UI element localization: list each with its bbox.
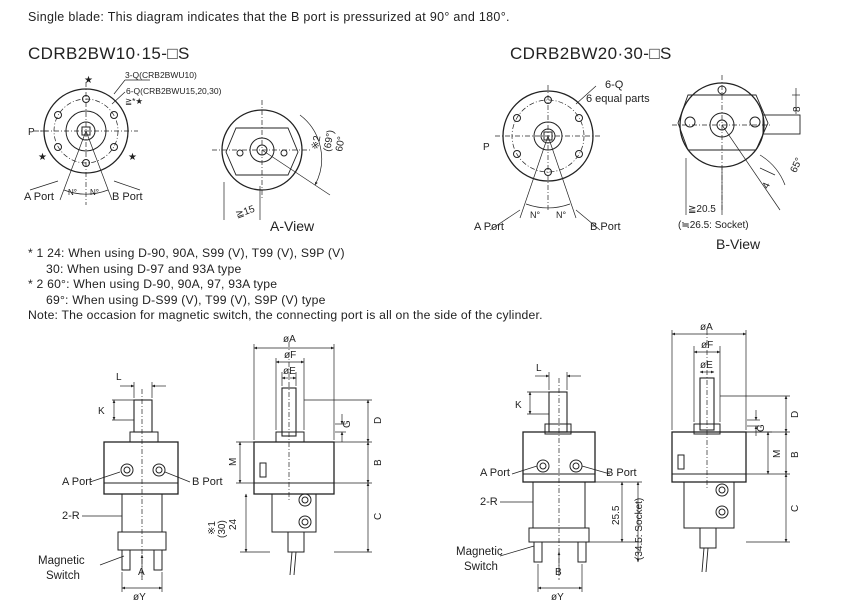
label-dim-8: 8 <box>792 106 803 112</box>
label-b-port-side-right: B Port <box>606 467 637 479</box>
label-p-right: P <box>483 142 490 153</box>
right-front-view: 6-Q 6 equal parts P N° N° A Port B Port <box>474 79 650 233</box>
star-icon: ★ <box>84 75 93 86</box>
label-n2: N° <box>90 188 99 197</box>
model-title-left: CDRB2BW10·15-□S <box>28 44 190 63</box>
label-depth: ≧*★ <box>125 96 143 106</box>
label-oy-right: øY <box>551 592 564 603</box>
label-oA: øA <box>283 334 296 345</box>
label-a-port-right: A Port <box>474 221 504 233</box>
label-L-right: L <box>536 363 542 374</box>
label-s24: 24 <box>228 518 239 530</box>
label-oE-right: øE <box>700 360 713 371</box>
label-equal-parts: 6 equal parts <box>586 93 650 105</box>
label-M: M <box>228 458 239 466</box>
label-2r-right: 2-R <box>480 496 498 508</box>
label-D-right: D <box>790 411 801 418</box>
left-end-view: øA øF øE G D B C M ※1 (30) 24 <box>207 334 384 576</box>
model-title-right: CDRB2BW20·30-□S <box>510 44 672 63</box>
label-oE: øE <box>283 366 296 377</box>
label-n1: N° <box>68 188 77 197</box>
notes-block: * 1 24: When using D-90, 90A, S99 (V), T… <box>28 246 543 324</box>
label-G-right: G <box>756 424 767 432</box>
label-a-port: A Port <box>24 191 54 203</box>
label-magnetic: Magnetic <box>38 555 85 567</box>
label-G: G <box>342 420 353 428</box>
label-n2-right: N° <box>556 210 566 220</box>
label-6q: 6-Q(CRB2BWU15,20,30) <box>126 86 222 96</box>
label-angle-note: ※2 <box>310 134 323 150</box>
note-1: * 1 24: When using D-90, 90A, S99 (V), T… <box>28 246 345 260</box>
label-b-view: B-View <box>716 236 761 252</box>
label-s1: ※1 <box>207 521 218 535</box>
left-front-view: 3-Q(CRB2BWU10) 6-Q(CRB2BWU15,20,30) ≧*★ … <box>24 70 222 205</box>
label-D: D <box>373 417 384 424</box>
star-icon: ★ <box>128 152 137 163</box>
label-angle-69: (69°) <box>322 129 337 152</box>
note-2: 30: When using D-97 and 93A type <box>46 261 242 276</box>
right-end-view: øA øF øE G D B C M <box>671 322 801 573</box>
label-angle-65: 65° <box>789 156 805 174</box>
note-3: * 2 60°: When using D-90, 90A, 97, 93A t… <box>28 277 278 291</box>
label-6q-right: 6-Q <box>605 79 624 91</box>
label-K: K <box>98 406 105 417</box>
label-B: B <box>373 459 384 466</box>
label-oy: øY <box>133 592 146 603</box>
intro-text: Single blade: This diagram indicates tha… <box>28 10 510 24</box>
label-K-right: K <box>515 400 522 411</box>
label-L: L <box>116 372 122 383</box>
label-M-right: M <box>772 450 783 458</box>
label-25-5: 25.5 <box>611 505 622 525</box>
label-b-port: B Port <box>112 191 143 203</box>
label-s30: (30) <box>217 520 228 538</box>
label-a-port-side: A Port <box>62 476 92 488</box>
label-dim-20-5: ≧20.5 <box>688 204 716 215</box>
label-B-right: B <box>790 451 801 458</box>
a-view: ≧15 ※2 (69°) 60° A-View <box>212 100 348 234</box>
label-switch-right: Switch <box>464 561 498 573</box>
label-magnetic-right: Magnetic <box>456 546 503 558</box>
label-C-right: C <box>790 505 801 512</box>
label-angle-60: 60° <box>334 136 347 153</box>
label-oF: øF <box>284 350 296 361</box>
note-5: Note: The occasion for magnetic switch, … <box>28 308 543 322</box>
label-C: C <box>373 513 384 520</box>
label-socket-side: (34.5: Socket) <box>634 498 645 560</box>
label-2r: 2-R <box>62 510 80 522</box>
label-3q: 3-Q(CRB2BWU10) <box>125 70 197 80</box>
label-dim-4: 4 <box>761 180 774 190</box>
label-a-port-side-right: A Port <box>480 467 510 479</box>
label-p: P <box>28 127 35 138</box>
label-b-port-right: B Port <box>590 221 621 233</box>
label-a-view-dim: ≧15 <box>234 204 257 221</box>
star-icon: ★ <box>38 152 47 163</box>
label-view-a: A <box>138 567 145 578</box>
label-n1-right: N° <box>530 210 540 220</box>
label-switch: Switch <box>46 570 80 582</box>
note-4: 69°: When using D-S99 (V), T99 (V), S9P … <box>46 292 326 307</box>
label-oA-right: øA <box>700 322 713 333</box>
label-b-port-side: B Port <box>192 476 223 488</box>
left-side-view: L K A Port B Port 2-R Magnetic Switch A … <box>38 372 223 603</box>
right-side-view: L K A Port B Port 2-R Magnetic Switch B … <box>456 363 645 603</box>
label-socket: (≒26.5: Socket) <box>678 220 749 231</box>
label-a-view: A-View <box>270 218 315 234</box>
label-view-b: B <box>555 567 562 578</box>
b-view: 8 4 65° ≧20.5 (≒26.5: Socket) B-View <box>672 75 805 252</box>
label-oF-right: øF <box>701 340 713 351</box>
